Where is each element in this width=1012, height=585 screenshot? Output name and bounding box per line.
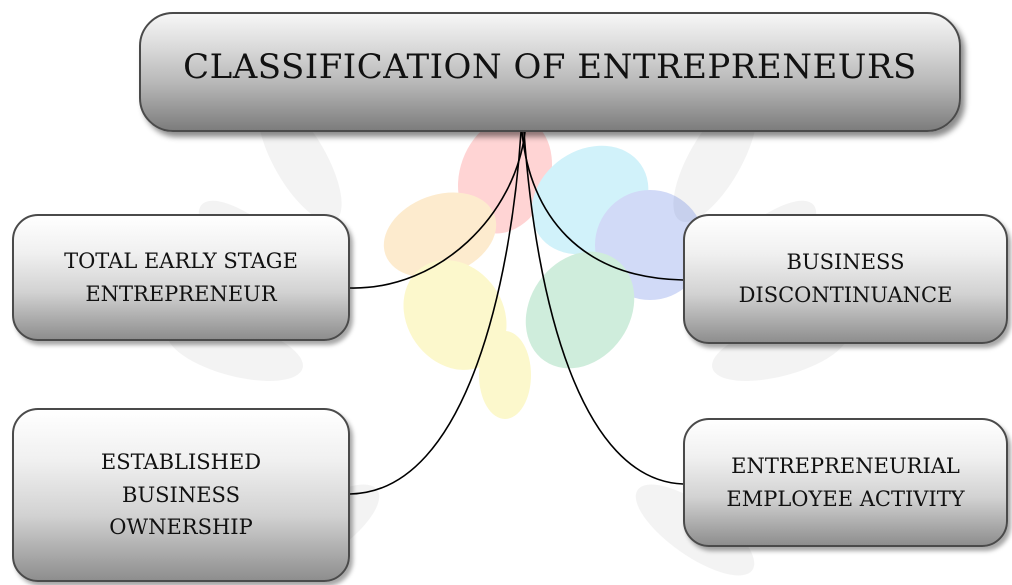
node-business-discontinuance: BUSINESS DISCONTINUANCE (683, 214, 1008, 344)
connector-business-discontinuance (521, 131, 684, 281)
node-label: ENTREPRENEURIAL EMPLOYEE ACTIVITY (726, 450, 964, 515)
node-label: TOTAL EARLY STAGE ENTREPRENEUR (64, 245, 298, 310)
root-node-label: CLASSIFICATION OF ENTREPRENEURS (183, 47, 917, 87)
node-label-line: BUSINESS (786, 250, 905, 275)
connector-total-early-stage (349, 131, 526, 289)
node-label-line: ENTREPRENEURIAL (731, 453, 960, 478)
node-label-line: BUSINESS (122, 482, 240, 507)
node-label-line: ESTABLISHED (100, 450, 262, 475)
root-node: CLASSIFICATION OF ENTREPRENEURS (139, 12, 961, 132)
node-total-early-stage-entrepreneur: TOTAL EARLY STAGE ENTREPRENEUR (12, 214, 350, 341)
node-label-line: ENTREPRENEUR (85, 281, 277, 306)
connector-entrepreneurial-employee (523, 131, 684, 485)
node-label-line: OWNERSHIP (109, 515, 253, 540)
node-entrepreneurial-employee-activity: ENTREPRENEURIAL EMPLOYEE ACTIVITY (683, 418, 1008, 547)
node-label-line: DISCONTINUANCE (738, 283, 953, 307)
node-label-line: EMPLOYEE ACTIVITY (726, 486, 965, 511)
node-label: ESTABLISHED BUSINESS OWNERSHIP (101, 446, 261, 544)
node-label: BUSINESS DISCONTINUANCE (739, 246, 953, 311)
node-established-business-ownership: ESTABLISHED BUSINESS OWNERSHIP (12, 408, 350, 582)
node-label-line: TOTAL EARLY STAGE (64, 248, 298, 273)
connector-established-business (349, 131, 522, 495)
